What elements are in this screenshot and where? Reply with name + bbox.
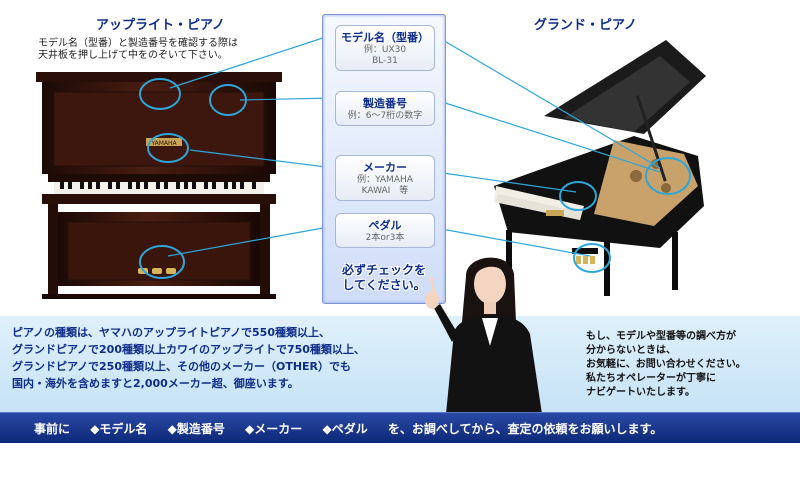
grand-heading: グランド・ピアノ <box>534 18 637 33</box>
callout-circle <box>209 84 247 116</box>
must-check-note: 必ずチェックを してください。 <box>323 263 445 293</box>
check-model-box: モデル名（型番） 例：UX30 BL-31 <box>335 25 435 71</box>
info-line: 国内・海外を含めますと2,000メーカー超、御座います。 <box>12 377 299 390</box>
brand-plate-text: YAMAHA <box>150 140 177 147</box>
contact-line: 私たちオペレーターが丁寧に <box>586 373 716 384</box>
check-model-desc: 例：UX30 BL-31 <box>363 45 407 66</box>
grand-pedals <box>576 256 595 264</box>
upright-instruction: モデル名（型番）と製造番号を確認する際は 天井板を押し上げて中をのぞいて下さい。 <box>38 38 238 62</box>
footer-item-model: ◆モデル名 <box>90 422 148 436</box>
operator-woman-image <box>425 257 542 414</box>
contact-line: もし、モデルや型番等の調べ方が <box>586 331 736 342</box>
check-pedal-box: ペダル 2本or3本 <box>335 213 435 248</box>
contact-line: ナビゲートいたします。 <box>586 387 695 398</box>
callout-circle <box>147 133 189 163</box>
check-serial-box: 製造番号 例：6～7桁の数字 <box>335 91 435 126</box>
footer-suffix: を、お調べしてから、査定の依頼をお願いします。 <box>387 422 663 436</box>
footer-item-serial: ◆製造番号 <box>167 422 225 436</box>
piano-types-info: ピアノの種類は、ヤマハのアップライトピアノで550種類以上、 グランドピアノで2… <box>12 324 365 392</box>
contact-line: 分からないときは、 <box>586 345 676 356</box>
callout-circle <box>645 157 691 195</box>
check-serial-title: 製造番号 <box>363 97 407 110</box>
upright-piano-image: YAMAHA <box>36 72 282 299</box>
check-model-title: モデル名（型番） <box>341 31 429 44</box>
footer-item-pedal: ◆ペダル <box>322 422 368 436</box>
callout-circle <box>559 181 597 211</box>
callout-circle <box>573 243 611 273</box>
checklist-panel: モデル名（型番） 例：UX30 BL-31 製造番号 例：6～7桁の数字 メーカ… <box>322 14 446 304</box>
info-band <box>0 316 800 412</box>
callout-circle <box>139 78 181 110</box>
info-line: グランドピアノで200種類以上カワイのアップライトで750種類以上、 <box>12 343 365 356</box>
info-line: ピアノの種類は、ヤマハのアップライトピアノで550種類以上、 <box>12 326 330 339</box>
footer-message: 事前に ◆モデル名 ◆製造番号 ◆メーカー ◆ペダル を、お調べしてから、査定の… <box>34 420 678 437</box>
footer-item-maker: ◆メーカー <box>245 422 303 436</box>
check-maker-box: メーカー 例：YAMAHA KAWAI 等 <box>335 155 435 201</box>
must-check-line: してください。 <box>342 278 426 292</box>
check-serial-desc: 例：6～7桁の数字 <box>347 111 423 121</box>
callout-circle <box>139 245 185 279</box>
info-line: グランドピアノで250種類以上、その他のメーカー（OTHER）でも <box>12 360 352 373</box>
check-maker-title: メーカー <box>363 161 407 174</box>
must-check-line: 必ずチェックを <box>341 263 426 277</box>
contact-info: もし、モデルや型番等の調べ方が 分からないときは、 お気軽に、お問い合わせくださ… <box>586 330 746 400</box>
footer-bar: 事前に ◆モデル名 ◆製造番号 ◆メーカー ◆ペダル を、お調べしてから、査定の… <box>0 412 800 443</box>
footer-prefix: 事前に <box>34 422 71 436</box>
check-pedal-desc: 2本or3本 <box>365 233 405 243</box>
check-maker-desc: 例：YAMAHA KAWAI 等 <box>357 175 413 196</box>
upright-heading: アップライト・ピアノ <box>96 18 225 33</box>
check-pedal-title: ペダル <box>368 219 402 232</box>
instruction-line: 天井板を押し上げて中をのぞいて下さい。 <box>38 50 228 61</box>
brand-plate <box>146 138 182 146</box>
grand-brand-plate <box>546 210 564 216</box>
instruction-line: モデル名（型番）と製造番号を確認する際は <box>38 38 238 49</box>
contact-line: お気軽に、お問い合わせください。 <box>586 359 746 370</box>
